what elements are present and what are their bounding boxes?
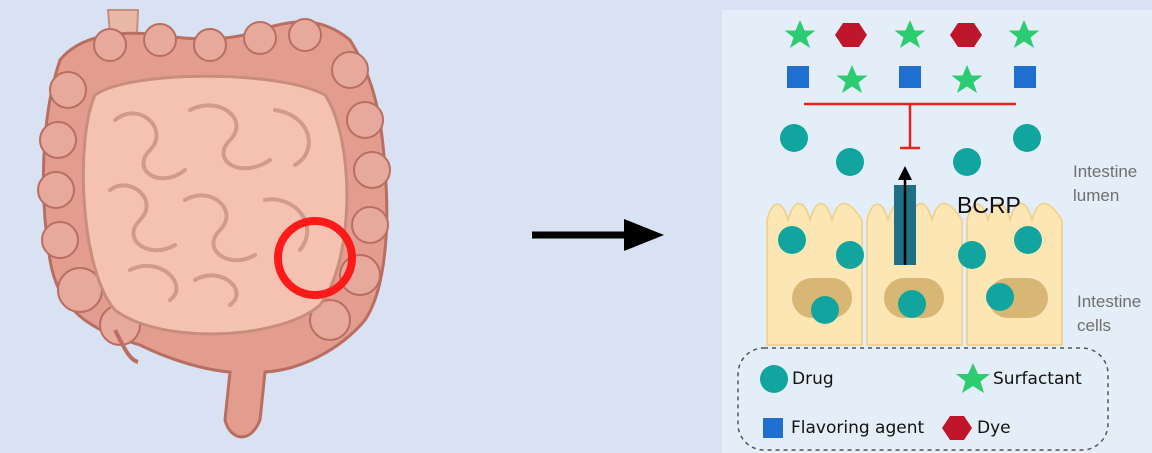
legend-flavoring-agent-icon [763,418,783,438]
intestine-illustration-icon [20,0,400,453]
mechanism-diagram [722,10,1152,453]
legend-dye-label: Dye [977,418,1011,438]
bcrp-label: BCRP [957,192,1021,219]
intestine-lumen-label-line1: Intestine [1073,162,1137,182]
legend-surfactant-label: Surfactant [993,369,1082,389]
intestine-lumen-label-line2: lumen [1073,186,1119,206]
legend-drug-icon [760,365,788,393]
mechanism-panel: BCRP Intestine lumen Intestine cells Dru… [722,10,1152,453]
legend-drug-label: Drug [792,369,834,389]
intestine-cells-label-line1: Intestine [1077,292,1141,312]
legend-flavoring-agent-label: Flavoring agent [791,418,924,438]
intestine-cells-label-line2: cells [1077,316,1111,336]
right-arrow-icon [528,215,668,255]
